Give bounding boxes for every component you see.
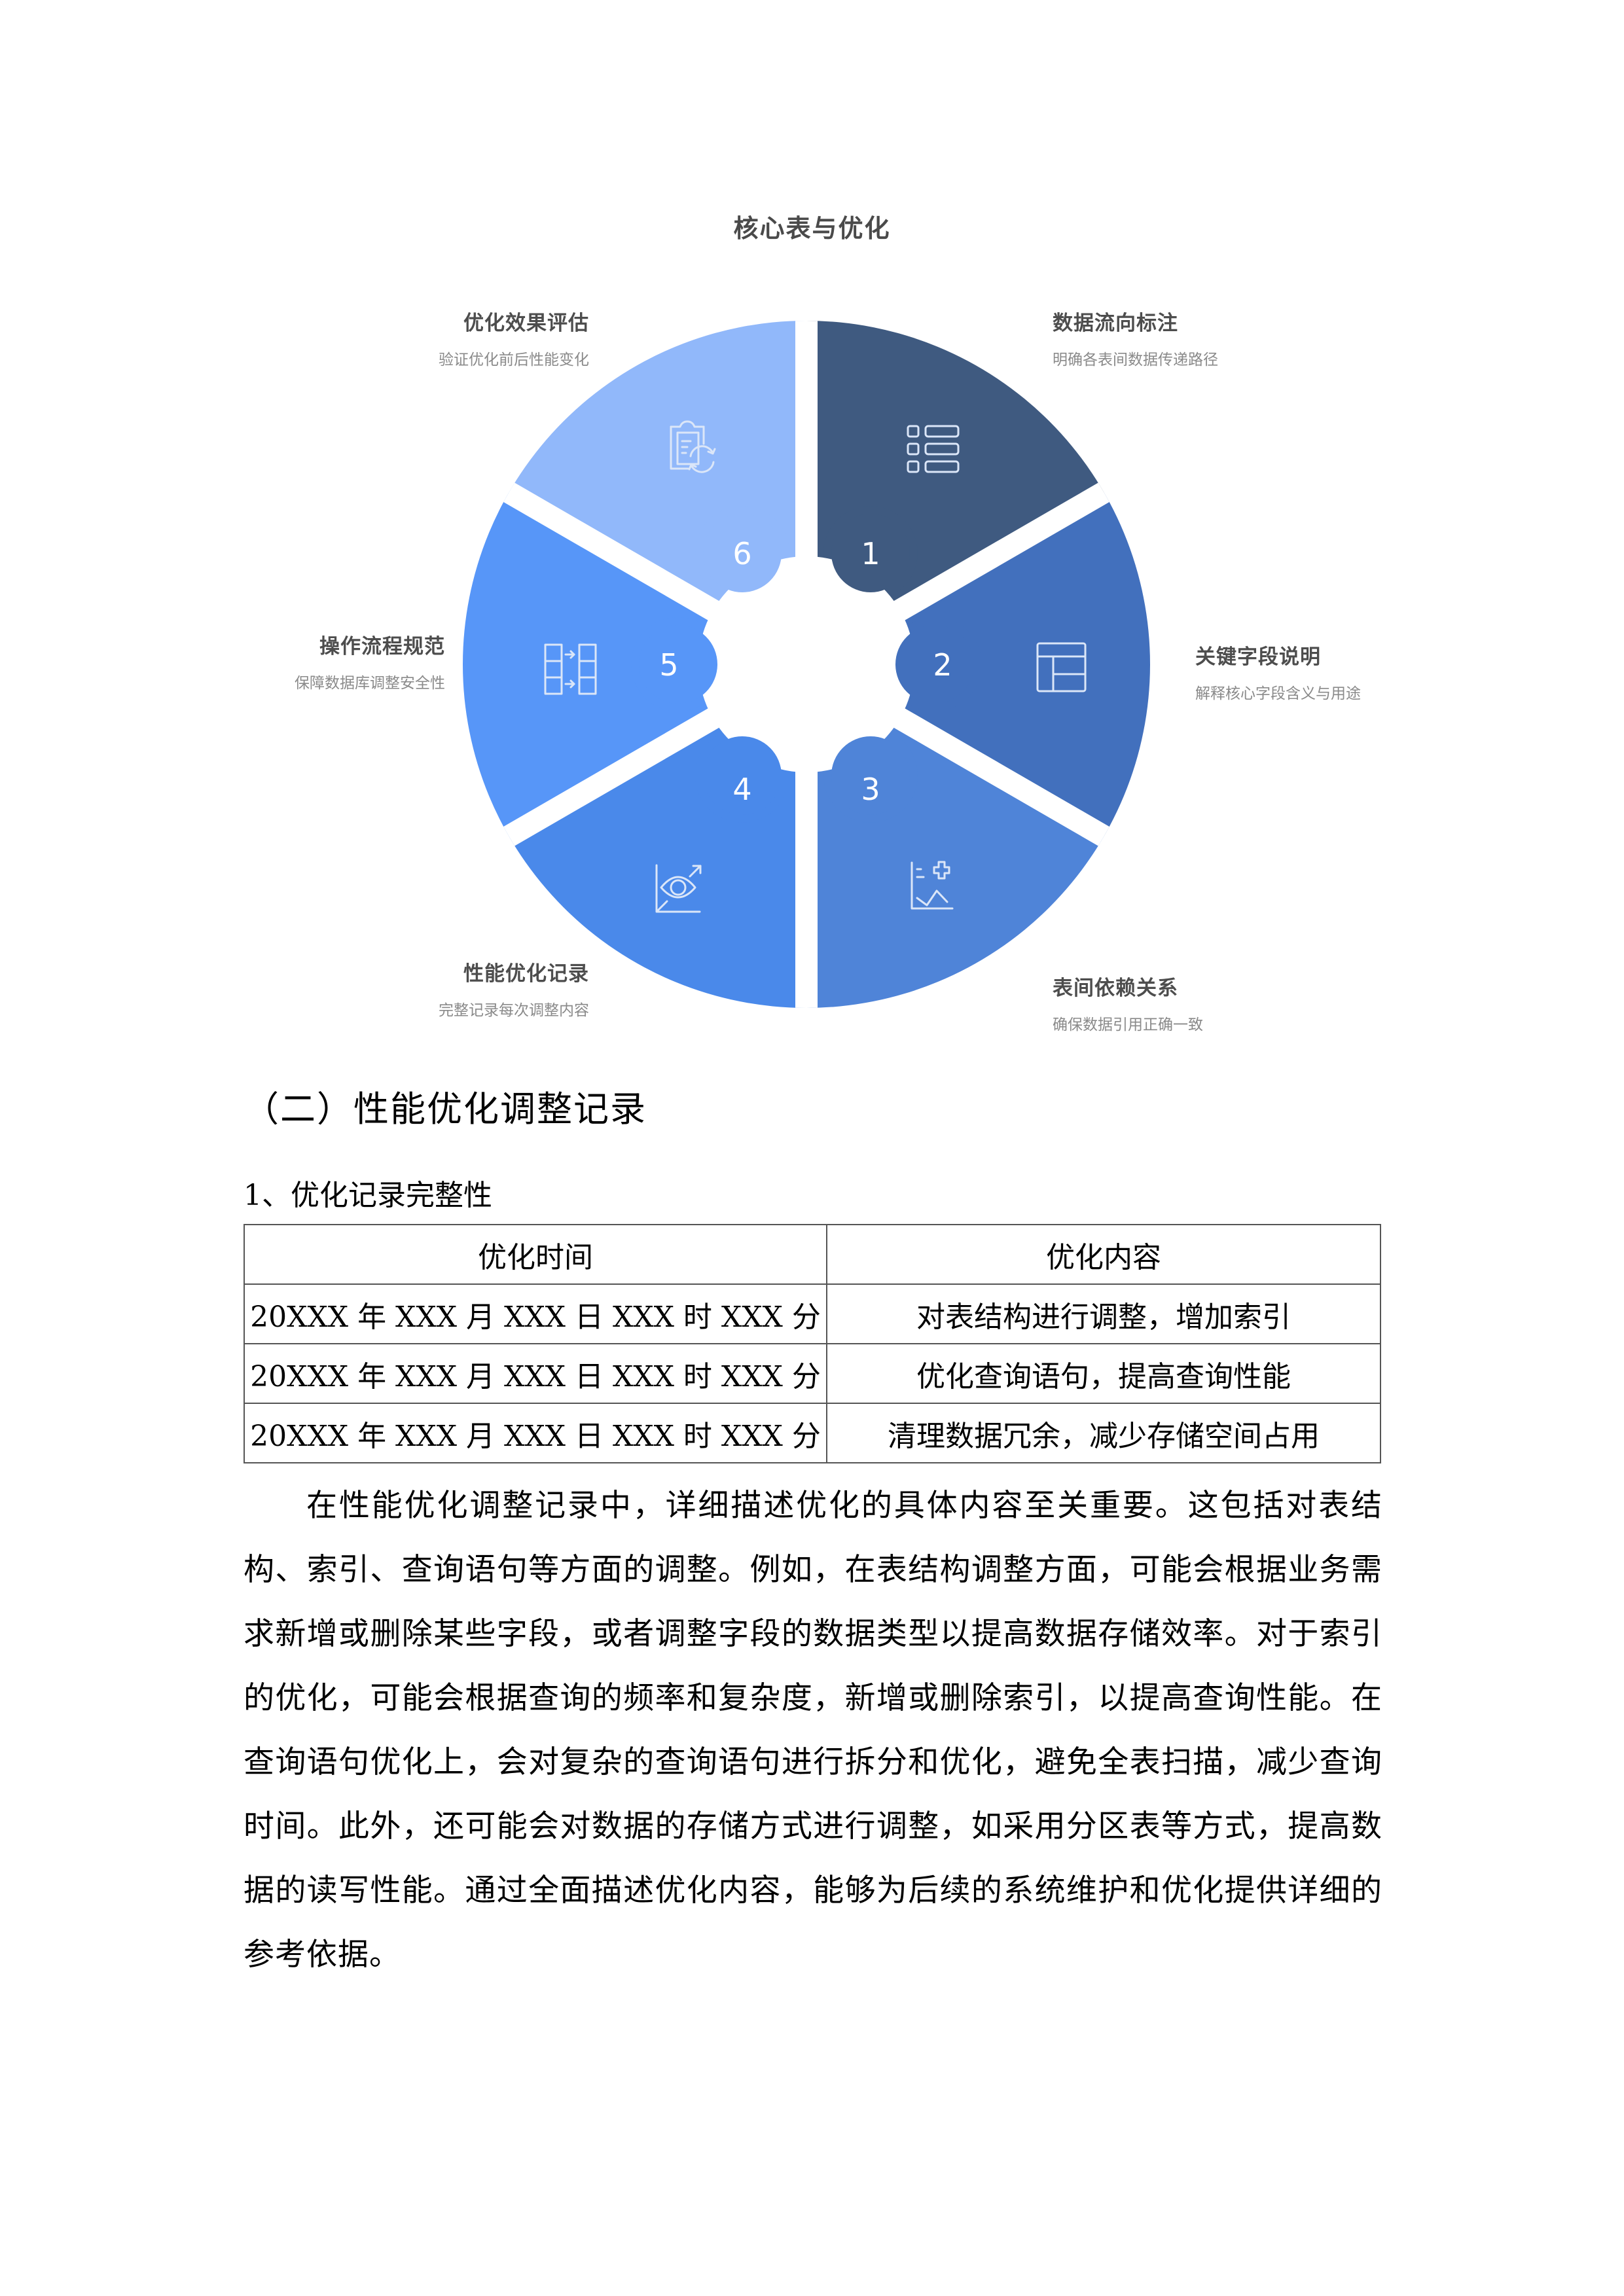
cell-content: 清理数据冗余，减少存储空间占用: [826, 1403, 1381, 1463]
segment-5: [463, 482, 806, 846]
table-row: 20XXX 年 XXX 月 XXX 日 XXX 时 XXX 分 对表结构进行调整…: [244, 1283, 1381, 1344]
eye-chart-icon: [655, 864, 702, 913]
subsection-heading: 1、优化记录完整性: [244, 1179, 492, 1212]
label-desc: 保障数据库调整安全性: [295, 675, 445, 692]
list-icon: [907, 425, 960, 473]
label-desc: 确保数据引用正确一致: [1053, 1016, 1203, 1033]
segment-5-number: 5: [659, 647, 678, 683]
cell-content: 优化查询语句，提高查询性能: [826, 1343, 1381, 1404]
table-row: 20XXX 年 XXX 月 XXX 日 XXX 时 XXX 分 清理数据冗余，减…: [244, 1403, 1381, 1463]
label-segment-2: 关键字段说明 解释核心字段含义与用途: [1195, 640, 1392, 704]
segment-3-number: 3: [861, 772, 880, 807]
label-desc: 解释核心字段含义与用途: [1195, 685, 1361, 702]
segment-6-number: 6: [732, 536, 751, 571]
table-row: 20XXX 年 XXX 月 XXX 日 XXX 时 XXX 分 优化查询语句，提…: [244, 1343, 1381, 1404]
segment-2: [806, 482, 1150, 846]
label-desc: 明确各表间数据传递路径: [1053, 351, 1218, 368]
segment-1-number: 1: [861, 536, 880, 571]
label-title: 操作流程规范: [319, 635, 445, 658]
label-segment-3: 表间依赖关系 确保数据引用正确一致: [1053, 971, 1249, 1035]
label-title: 优化效果评估: [463, 312, 589, 335]
header-content: 优化内容: [826, 1224, 1381, 1285]
label-desc: 验证优化前后性能变化: [439, 351, 589, 368]
clipboard-refresh-icon: [670, 420, 716, 473]
label-segment-6: 优化效果评估 验证优化前后性能变化: [393, 306, 589, 370]
column-transfer-icon: [544, 643, 597, 695]
cell-content: 对表结构进行调整，增加索引: [826, 1283, 1381, 1344]
label-title: 数据流向标注: [1053, 312, 1178, 335]
label-segment-5: 操作流程规范 保障数据库调整安全性: [249, 630, 445, 693]
section-heading: （二）性能优化调整记录: [244, 1088, 647, 1130]
cell-time: 20XXX 年 XXX 月 XXX 日 XXX 时 XXX 分: [244, 1403, 827, 1463]
label-segment-1: 数据流向标注 明确各表间数据传递路径: [1053, 306, 1249, 370]
label-title: 性能优化记录: [463, 962, 589, 986]
label-segment-4: 性能优化记录 完整记录每次调整内容: [393, 957, 589, 1020]
six-segment-wheel-diagram: 1 2 3 4 5 6: [463, 321, 1150, 1008]
label-title: 表间依赖关系: [1053, 977, 1178, 1000]
segment-2-number: 2: [933, 647, 952, 683]
cell-time: 20XXX 年 XXX 月 XXX 日 XXX 时 XXX 分: [244, 1283, 827, 1344]
label-title: 关键字段说明: [1195, 645, 1321, 669]
chart-plus-icon: [911, 861, 954, 910]
label-desc: 完整记录每次调整内容: [439, 1002, 589, 1019]
body-paragraph: 在性能优化调整记录中，详细描述优化的具体内容至关重要。这包括对表结构、索引、查询…: [244, 1488, 1382, 1973]
header-time: 优化时间: [244, 1224, 827, 1285]
table-header-row: 优化时间 优化内容: [244, 1224, 1381, 1285]
table-layout-icon: [1036, 642, 1087, 692]
segment-4-number: 4: [732, 772, 751, 807]
diagram-title: 核心表与优化: [733, 214, 891, 243]
cell-time: 20XXX 年 XXX 月 XXX 日 XXX 时 XXX 分: [244, 1343, 827, 1404]
optimization-records-table: 优化时间 优化内容 20XXX 年 XXX 月 XXX 日 XXX 时 XXX …: [244, 1224, 1381, 1463]
